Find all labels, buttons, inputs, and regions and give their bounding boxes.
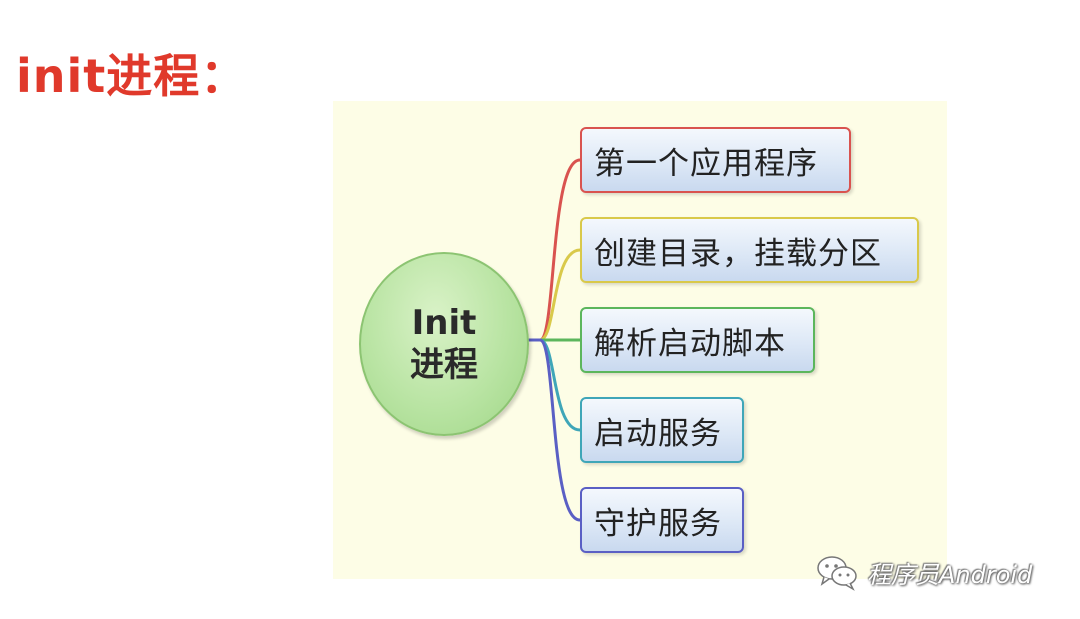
branch-label: 第一个应用程序 <box>594 145 818 182</box>
center-node-line-2: 进程 <box>410 345 478 385</box>
center-node: Init 进程 <box>359 252 529 436</box>
branch-label: 创建目录，挂载分区 <box>594 235 882 272</box>
branch-node-guard-services: 守护服务 <box>580 487 744 553</box>
branch-label: 守护服务 <box>594 505 722 542</box>
branch-label: 解析启动脚本 <box>594 325 786 362</box>
page-title: init进程： <box>16 49 248 103</box>
connector-1 <box>528 158 581 342</box>
watermark: 程序员Android <box>815 553 1032 591</box>
connector-5 <box>528 338 581 522</box>
branch-node-first-app: 第一个应用程序 <box>580 127 851 193</box>
watermark-text: 程序员Android <box>867 560 1033 589</box>
branch-label: 启动服务 <box>594 415 722 452</box>
branch-node-parse-scripts: 解析启动脚本 <box>580 307 815 373</box>
branch-node-create-dirs: 创建目录，挂载分区 <box>580 217 919 283</box>
branch-node-start-services: 启动服务 <box>580 397 744 463</box>
wechat-icon <box>817 556 857 591</box>
center-node-line-1: Init <box>411 303 477 343</box>
